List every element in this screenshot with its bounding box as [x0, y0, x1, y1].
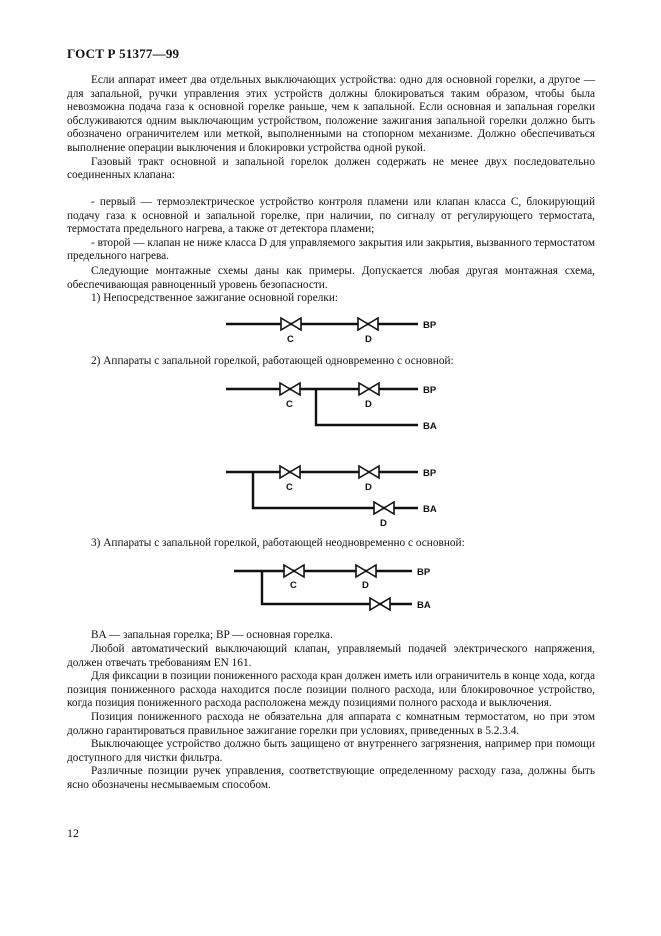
scheme-3-diagram: C D BP BA	[234, 563, 431, 612]
valve-c-icon	[283, 563, 305, 579]
pilot-branch-line	[251, 472, 418, 510]
paragraph-switch-devices: Если аппарат имеет два отдельных выключа…	[67, 74, 595, 154]
list-item-first-valve: - первый — термоэлектрическое устройство…	[67, 196, 595, 236]
caption-scheme-3: 3) Аппараты с запальной горелкой, работа…	[91, 537, 465, 549]
main-burner-label: BP	[417, 567, 431, 578]
valve-d-label: D	[362, 580, 369, 591]
valve-c-icon	[280, 316, 302, 332]
valve-d-pilot-icon	[373, 500, 395, 516]
caption-scheme-1: 1) Непосредственное зажигание основной г…	[91, 292, 339, 305]
pilot-burner-label: BA	[423, 504, 437, 515]
scheme-2b-diagram: C D D BP BA	[226, 464, 437, 529]
valve-c-icon	[279, 381, 301, 397]
valve-d-pilot-icon	[369, 596, 391, 612]
valve-c-icon	[279, 464, 301, 480]
pilot-burner-label: BA	[423, 421, 437, 432]
text-block-intro: Если аппарат имеет два отдельных выключа…	[67, 74, 595, 183]
main-burner-label: BP	[423, 385, 437, 396]
valve-d-icon	[355, 563, 377, 579]
pilot-branch-line	[314, 389, 418, 427]
pilot-branch-line	[260, 571, 412, 606]
paragraph-contamination: Выключающее устройство должно быть защищ…	[67, 738, 595, 764]
paragraph-reduced-flow-fixing: Для фиксации в позиции пониженного расхо…	[67, 670, 595, 710]
valve-d-icon	[358, 464, 380, 480]
legend-text: BA — запальная горелка; BP — основная го…	[91, 629, 333, 641]
valve-c-label: C	[286, 399, 293, 410]
scheme-2a-diagram: C D BP BA	[226, 381, 437, 432]
valve-d-icon	[358, 381, 380, 397]
valve-d-pilot-label: D	[380, 518, 387, 529]
list-item-second-valve: - второй — клапан не ниже класса D для у…	[67, 236, 595, 263]
valve-c-label: C	[287, 334, 294, 345]
valve-d-label: D	[365, 399, 372, 410]
paragraph-knob-markings: Различные позиции ручек управления, соот…	[67, 765, 595, 791]
paragraph-en161: Любой автоматический выключающий клапан,…	[67, 643, 595, 669]
valve-d-label: D	[365, 482, 372, 493]
text-block-requirements: Любой автоматический выключающий клапан,…	[67, 643, 595, 793]
valve-c-label: C	[286, 482, 293, 493]
valve-d-label: D	[365, 334, 372, 345]
pilot-burner-label: BA	[417, 600, 431, 611]
paragraph-schemes-examples: Следующие монтажные схемы даны как приме…	[67, 265, 595, 291]
paragraph-gas-path: Газовый тракт основной и запальной горел…	[67, 155, 595, 182]
text-block-valve-list: - первый — термоэлектрическое устройство…	[67, 196, 595, 264]
scheme-1-diagram: C D BP	[226, 316, 437, 345]
main-burner-label: BP	[423, 468, 437, 479]
valve-d-icon	[357, 316, 379, 332]
main-burner-label: BP	[423, 320, 437, 331]
caption-scheme-2: 2) Аппараты с запальной горелкой, работа…	[91, 355, 454, 367]
valve-c-label: C	[290, 580, 297, 591]
document-code: ГОСТ Р 51377—99	[67, 46, 180, 61]
text-block-schemes: Следующие монтажные схемы даны как приме…	[67, 265, 595, 306]
paragraph-reduced-flow-optional: Позиция пониженного расхода не обязатель…	[67, 710, 595, 737]
page-number: 12	[67, 826, 79, 840]
